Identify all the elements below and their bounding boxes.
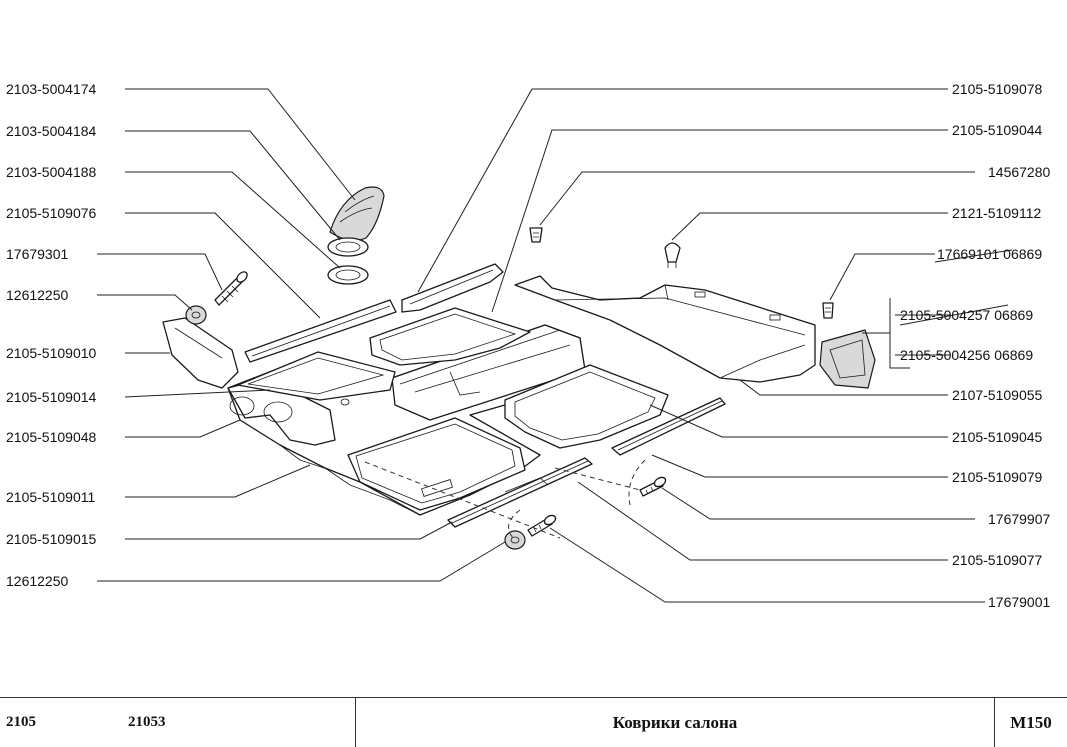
assembly-line [508,509,521,541]
label-2105-5004257: 2105-5004257 06869 [900,307,1033,323]
label-2103-5004174: 2103-5004174 [6,81,97,97]
sheet-code: M150 [1010,712,1052,732]
label-2105-5109078: 2105-5109078 [952,81,1043,97]
clip-12612250-upper [185,305,207,325]
label-2105-5109076: 2105-5109076 [6,205,97,221]
label-17679301: 17679301 [6,246,69,262]
label-2105-5109015: 2105-5109015 [6,531,97,547]
front-right-sill-strip [401,263,504,313]
boot-frame [327,265,369,285]
left-sill-trim [162,317,239,389]
label-2105-5004256: 2105-5004256 06869 [900,347,1033,363]
label-2105-5109048: 2105-5109048 [6,429,97,445]
label-17679001: 17679001 [988,594,1051,610]
right-labels: 2105-5109078 2105-5109044 14567280 2121-… [900,81,1051,610]
floor-mats-exploded-diagram: 2103-5004174 2103-5004184 2103-5004188 2… [6,81,1051,610]
model-code-1: 2105 [6,714,36,730]
label-2105-5109044: 2105-5109044 [952,122,1043,138]
rear-corner-block [819,329,876,389]
rear-left-footwell [347,417,526,511]
divider [355,698,356,747]
label-12612250: 12612250 [6,287,69,303]
label-2103-5004188: 2103-5004188 [6,164,97,180]
rear-seat-mat [514,275,816,383]
label-2105-5109010: 2105-5109010 [6,345,97,361]
label-2105-5109014: 2105-5109014 [6,389,97,405]
label-17669101: 17669101 06869 [937,246,1042,262]
assembly-line [364,461,561,539]
label-2105-5109011: 2105-5109011 [6,489,95,505]
left-labels: 2103-5004174 2103-5004184 2103-5004188 2… [6,81,97,589]
clip-2121-5109112 [664,242,681,268]
screw-17679001 [527,514,557,537]
assembly-line [554,467,641,491]
rear-right-mat [504,364,669,449]
screw-17669101 [822,302,834,319]
divider [994,698,995,747]
sheet-title: Коврики салона [612,712,738,732]
label-2107-5109055: 2107-5109055 [952,387,1043,403]
label-2121-5109112: 2121-5109112 [952,205,1041,221]
assembly-line [628,459,646,506]
gear-shift-boot [329,186,385,242]
model-code-2: 21053 [128,714,166,730]
label-14567280: 14567280 [988,164,1051,180]
screw-14567280 [529,227,543,243]
title-block: 2105 21053 Коврики салона M150 [0,697,1067,747]
screw-17679907 [639,476,667,497]
front-right-mat [369,307,531,366]
label-17679907: 17679907 [988,511,1051,527]
screw-17679301 [214,271,248,306]
label-2103-5004184: 2103-5004184 [6,123,97,139]
label-2105-5109045: 2105-5109045 [952,429,1043,445]
label-2105-5109077: 2105-5109077 [952,552,1043,568]
label-2105-5109079: 2105-5109079 [952,469,1043,485]
label-12612250-b: 12612250 [6,573,69,589]
boot-ring [327,237,369,257]
